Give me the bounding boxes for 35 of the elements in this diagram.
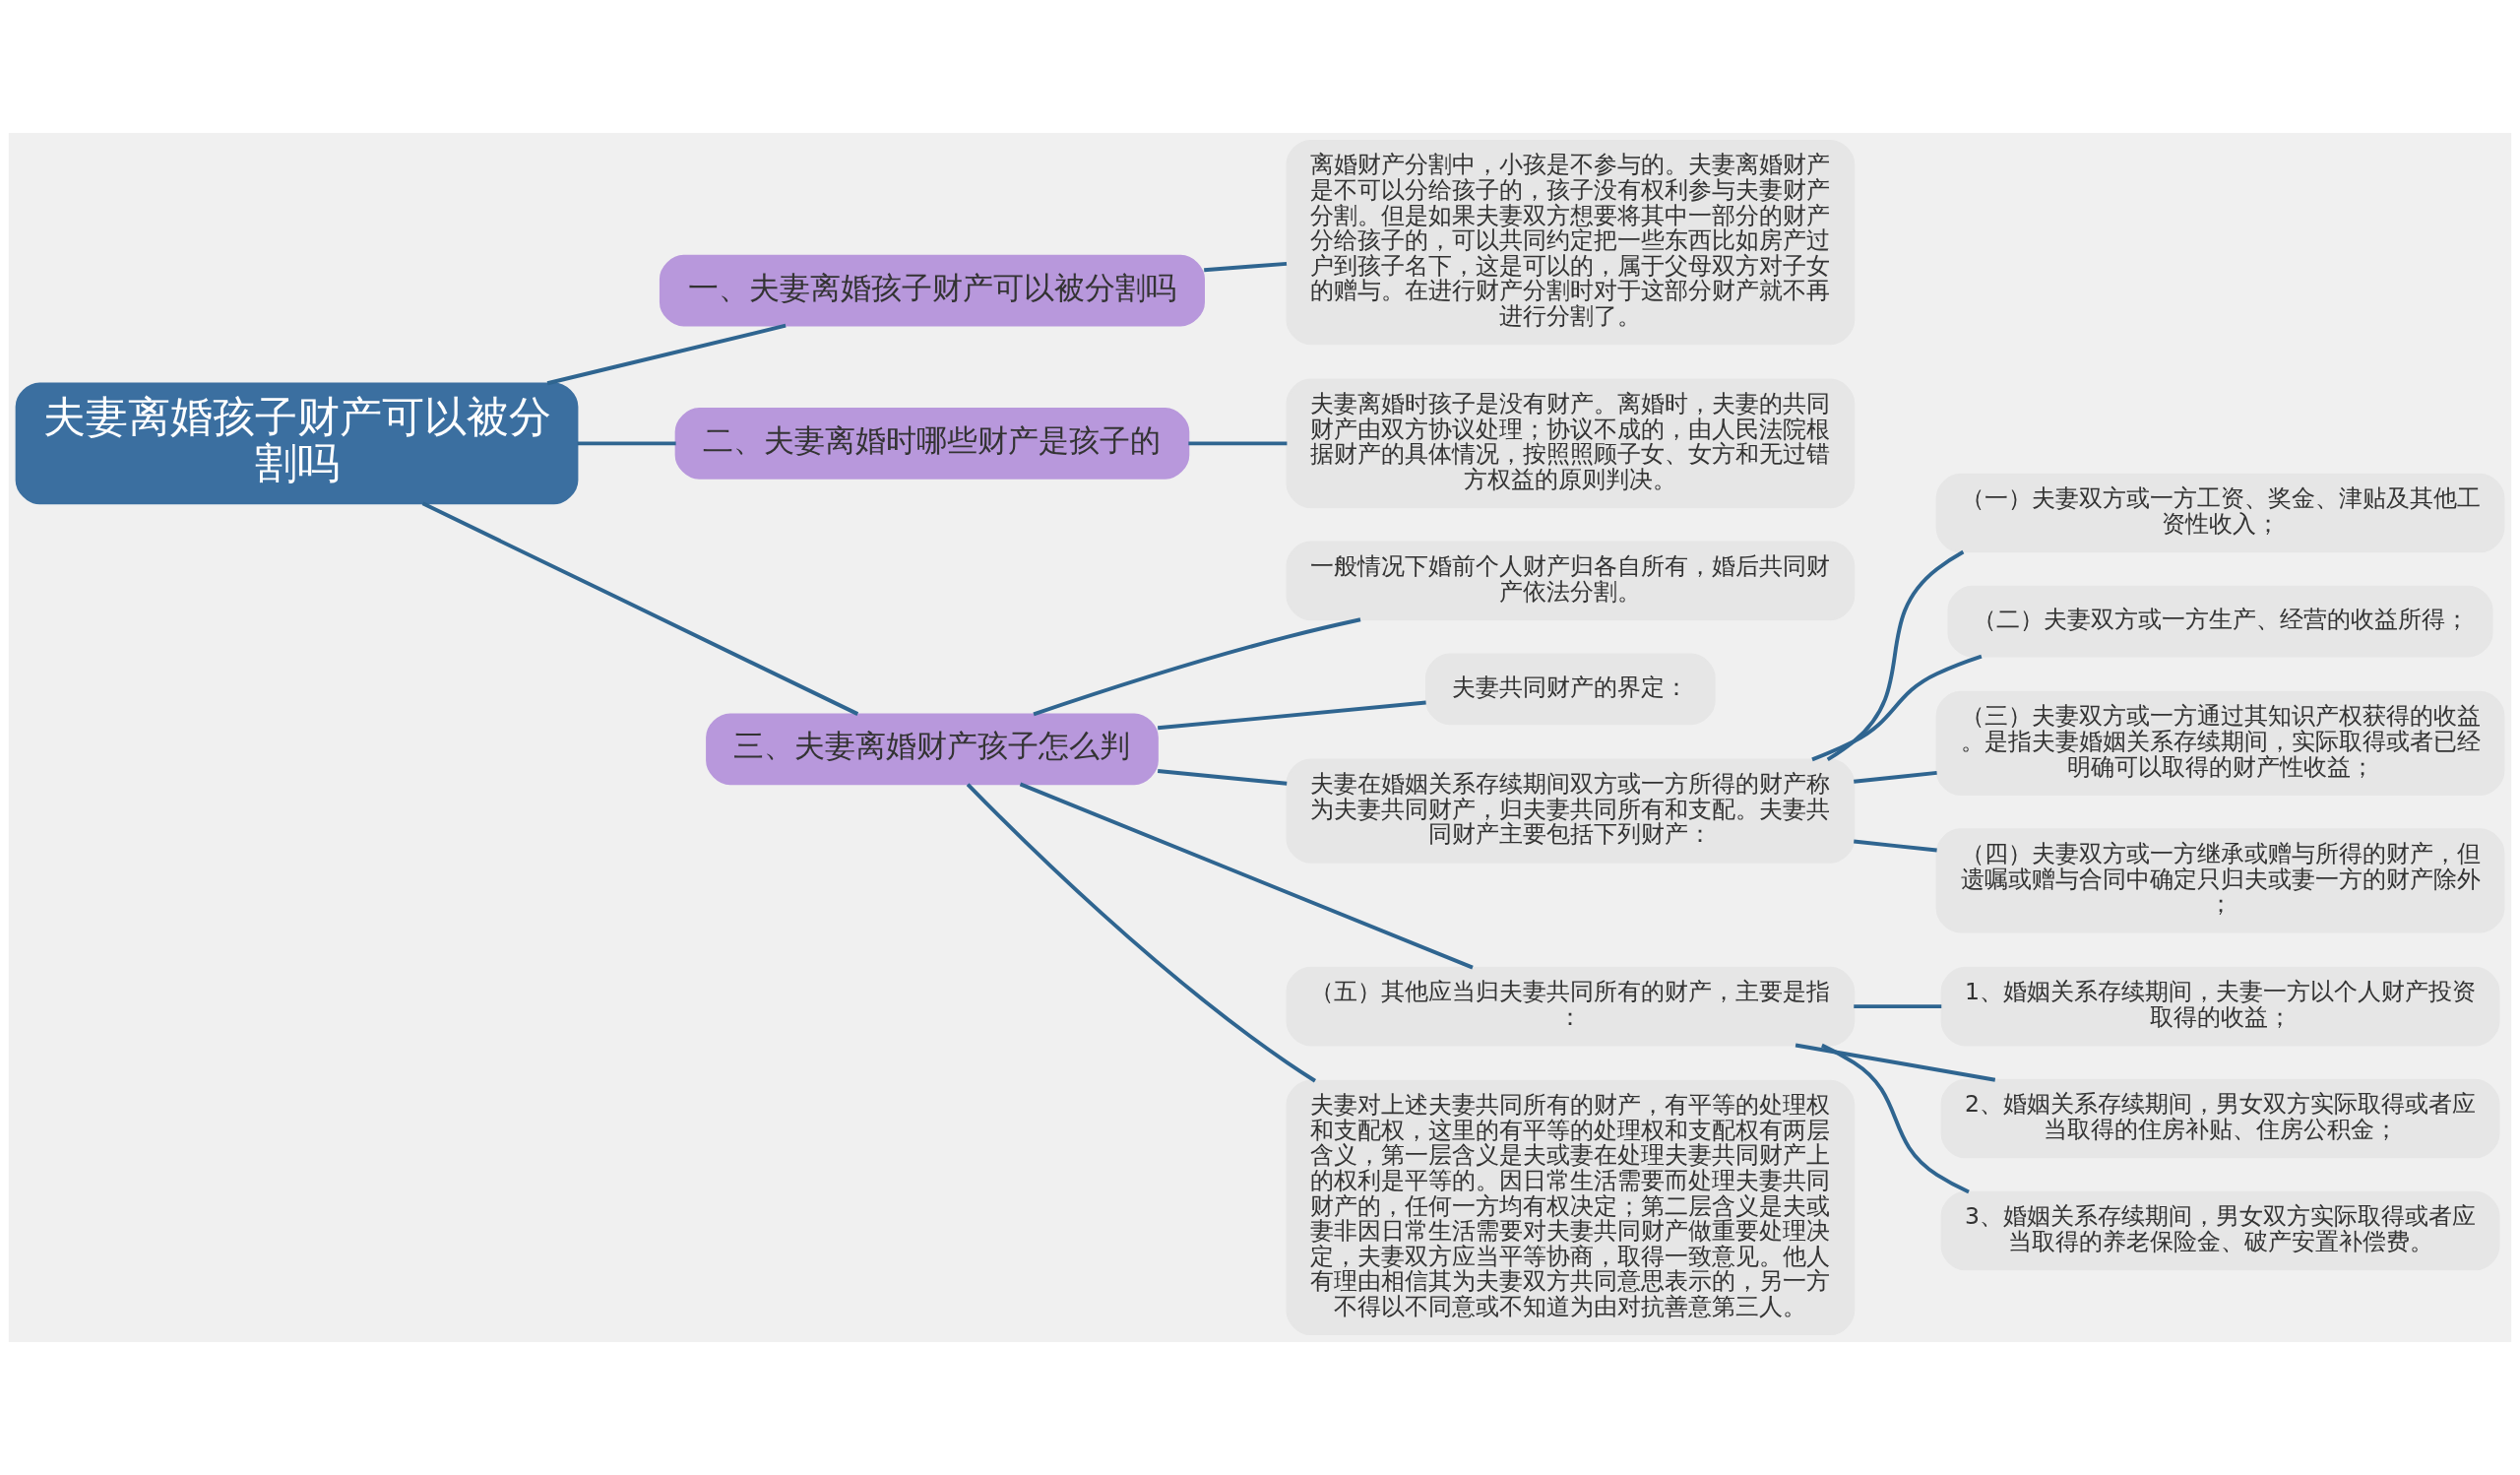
connector (577, 441, 676, 446)
connector (1157, 769, 1288, 786)
connector (1795, 1043, 1996, 1082)
node-box: 三、夫妻离婚财产孩子怎么判 (706, 713, 1159, 786)
connector (1157, 700, 1426, 731)
node-box: 二、夫妻离婚时哪些财产是孩子的 (674, 408, 1190, 480)
node-box: 夫妻在婚姻关系存续期间双方或一方所得的财产称为夫妻共同财产，归夫妻共同所有和支配。夫妻共同财产主要包括下列财产： (1286, 758, 1856, 864)
connector (1854, 1004, 1942, 1009)
node-box: 一般情况下婚前个人财产归各自所有，婚后共同财产依法分割。 (1286, 541, 1856, 621)
connector (1033, 617, 1361, 717)
node-box: 3、婚姻关系存续期间，男女双方实际取得或者应当取得的养老保险金、破产安置补偿费。 (1940, 1190, 2500, 1271)
node-box: （三）夫妻双方或一方通过其知识产权获得的收益。是指夫妻婚姻关系存续期间，实际取得或者已经明确可以取得的财产性收益； (1935, 690, 2505, 796)
node-box: 1、婚姻关系存续期间，夫妻一方以个人财产投资取得的收益； (1940, 966, 2500, 1047)
node-box: （一）夫妻双方或一方工资、奖金、津贴及其他工资性收入； (1935, 473, 2505, 553)
node-box: 夫妻对上述夫妻共同所有的财产，有平等的处理权和支配权，这里的有平等的处理权和支配权有两层含义，第一层含义是夫或妻在处理夫妻共同财产上的权利是平等的。因日常生活需要而处理夫妻共同财产的，任何一方均有权决定；第二层含义是夫或妻非因日常生活需要对夫妻共同财产做重要处理决定，夫妻双方应当平等协商，取得一致意见。他人有理由相信其为夫妻双方共同意思表示的，另一方不得以不同意或不知道为由对抗善意第三人。 (1286, 1079, 1856, 1336)
node-box: 夫妻共同财产的界定： (1425, 653, 1716, 726)
node-box: 夫妻离婚孩子财产可以被分割吗 (15, 382, 579, 505)
node-box: （五）其他应当归夫妻共同所有的财产，主要是指： (1286, 966, 1856, 1047)
connector (546, 323, 787, 386)
node-box: 2、婚姻关系存续期间，男女双方实际取得或者应当取得的住房补贴、住房公积金； (1940, 1078, 2500, 1159)
connector (1854, 839, 1937, 853)
connector (421, 501, 859, 716)
node-box: （四）夫妻双方或一方继承或赠与所得的财产，但遗嘱或赠与合同中确定只归夫或妻一方的财产除外； (1935, 828, 2505, 933)
node-box: 离婚财产分割中，小孩是不参与的。夫妻离婚财产是不可以分给孩子的，孩子没有权利参与夫妻财产分割。但是如果夫妻双方想要将其中一部分的财产分给孩子的，可以共同约定把一些东西比如房产过户到孩子名下，这是可以的，属于父母双方对子女的赠与。在进行财产分割时对于这部分财产就不再进行分割了。 (1286, 139, 1856, 346)
connector (1826, 549, 1965, 762)
connector (1204, 261, 1288, 273)
connector (1019, 782, 1474, 970)
node-box: （二）夫妻双方或一方生产、经营的收益所得； (1947, 585, 2493, 658)
connector (1854, 770, 1937, 784)
connector (1188, 441, 1288, 446)
node-box: 一、夫妻离婚孩子财产可以被分割吗 (659, 254, 1205, 327)
connector (1821, 1043, 1970, 1194)
connector (966, 783, 1316, 1083)
connector (1811, 654, 1983, 762)
node-box: 夫妻离婚时孩子是没有财产。离婚时，夫妻的共同财产由双方协议处理；协议不成的，由人民法院根据财产的具体情况，按照照顾子女、女方和无过错方权益的原则判决。 (1286, 378, 1856, 509)
